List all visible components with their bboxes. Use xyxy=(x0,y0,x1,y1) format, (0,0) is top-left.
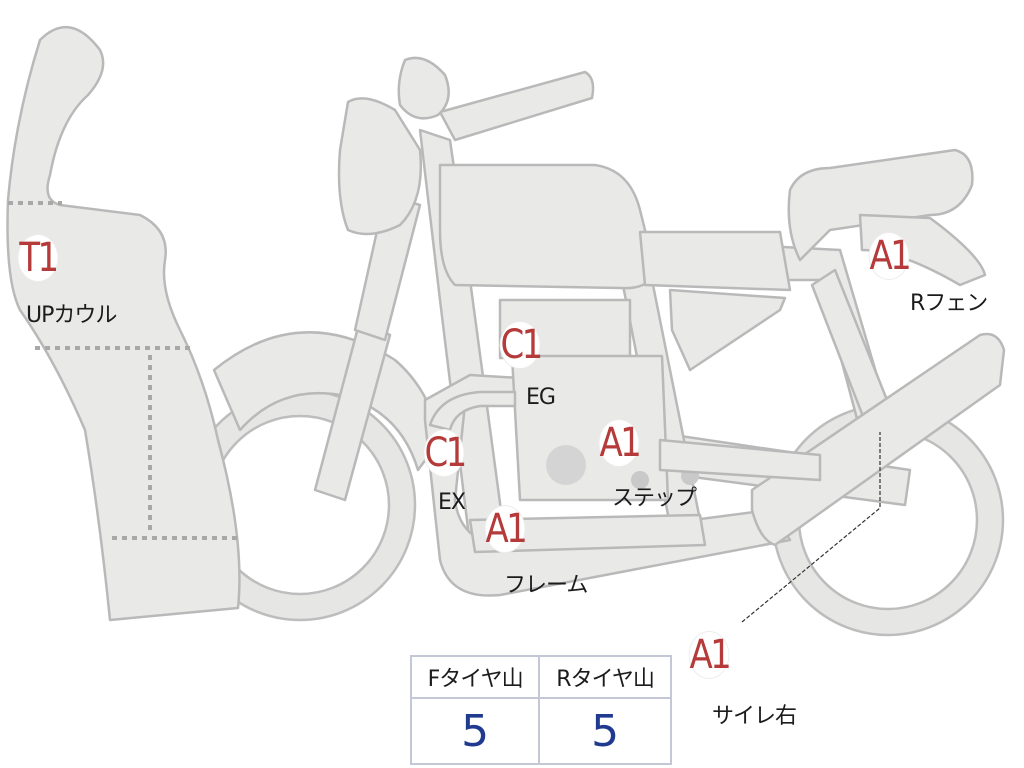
upper-cowl-shape xyxy=(6,25,241,622)
grade-badge-exhaust: C1 xyxy=(424,430,467,476)
rear-tire-value: 5 xyxy=(538,697,672,765)
silencer xyxy=(750,332,1006,547)
handlebar xyxy=(438,70,595,142)
grade-badge-silencer-right: A1 xyxy=(689,632,732,678)
grade-badge-step: A1 xyxy=(599,420,642,466)
grade-badge-engine: C1 xyxy=(500,322,543,368)
rear-tire-header: Rタイヤ山 xyxy=(538,655,672,699)
label-silencer-right: サイレ右 xyxy=(712,704,797,729)
tire-table-header-row: Fタイヤ山 Rタイヤ山 xyxy=(409,655,672,699)
label-rear-fender: Rフェン xyxy=(910,291,988,316)
grade-badge-rear-fender: A1 xyxy=(869,233,912,279)
front-tire-header: Fタイヤ山 xyxy=(409,655,541,699)
silencer-leader-line xyxy=(741,432,881,623)
seat xyxy=(638,230,792,292)
tire-tread-table: Fタイヤ山 Rタイヤ山 5 5 xyxy=(409,655,672,765)
grade-badge-frame: A1 xyxy=(485,506,528,552)
grade-badge-up-cowl: T1 xyxy=(18,235,59,281)
label-engine: EG xyxy=(526,385,556,410)
tire-table-value-row: 5 5 xyxy=(409,697,672,765)
label-up-cowl: UPカウル xyxy=(26,303,117,328)
front-tire-value: 5 xyxy=(409,697,541,765)
label-exhaust: EX xyxy=(438,490,466,515)
fuel-tank xyxy=(438,163,657,290)
label-step: ステップ xyxy=(612,486,697,511)
label-frame: フレーム xyxy=(504,573,588,598)
exhaust-pipe xyxy=(428,390,517,432)
